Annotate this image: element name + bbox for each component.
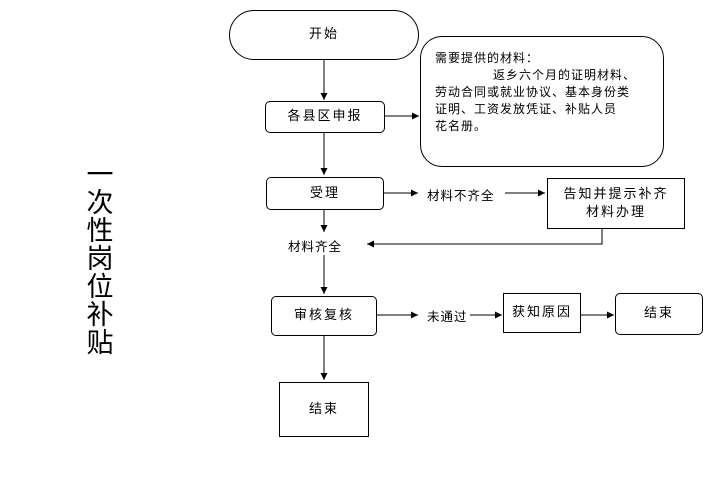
declare-node: 各县区申报 xyxy=(265,101,385,133)
materials-note: 需要提供的材料： 返乡六个月的证明材料、 劳动合同或就业协议、基本身份类 证明、… xyxy=(420,36,664,167)
end-node-right: 结束 xyxy=(615,293,703,335)
notify-node: 告知并提示补齐材料办理 xyxy=(547,178,685,229)
title-char-1: 次 xyxy=(86,188,114,219)
label-not-passed: 未通过 xyxy=(427,309,468,324)
note-line-2: 劳动合同或就业协议、基本身份类 xyxy=(435,85,631,99)
note-heading: 需要提供的材料： xyxy=(435,51,540,65)
note-line-3: 证明、工资发放凭证、补贴人员 xyxy=(435,102,618,116)
accept-node: 受理 xyxy=(266,177,384,210)
note-line-4: 花名册。 xyxy=(435,119,488,133)
label-complete: 材料齐全 xyxy=(288,239,343,254)
reason-node: 获知原因 xyxy=(503,293,581,333)
review-node: 审核复核 xyxy=(271,296,377,336)
end-node-bottom: 结束 xyxy=(279,382,369,437)
process-title: 一次性岗位补贴 xyxy=(85,162,115,358)
title-char-2: 性 xyxy=(86,216,114,247)
note-line-1: 返乡六个月的证明材料、 xyxy=(493,68,637,82)
title-char-5: 补 xyxy=(86,300,114,331)
title-char-4: 位 xyxy=(86,272,114,303)
title-char-3: 岗 xyxy=(86,244,114,275)
start-node: 开始 xyxy=(229,10,419,60)
label-incomplete: 材料不齐全 xyxy=(427,188,495,203)
arrow-notify-back-to-complete xyxy=(367,229,603,248)
title-char-6: 贴 xyxy=(86,328,114,359)
title-char-0: 一 xyxy=(86,160,114,191)
